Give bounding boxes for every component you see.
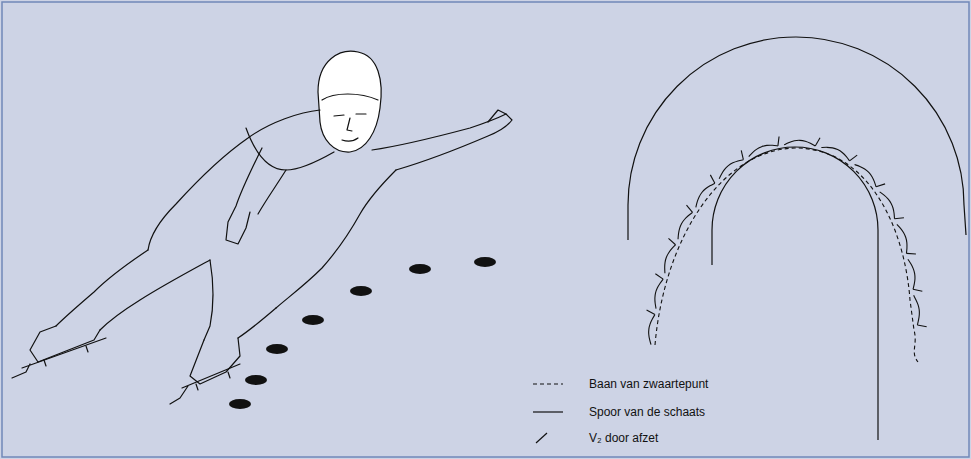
push-off-vector xyxy=(850,155,858,161)
skate-track xyxy=(678,212,692,239)
legend-entry: V₂ door afzet xyxy=(533,431,660,445)
skate-track xyxy=(696,183,715,207)
legend-entry: Baan van zwaartepunt xyxy=(533,377,710,391)
push-off-vector xyxy=(906,253,915,255)
skate-track xyxy=(649,315,655,345)
skate-track xyxy=(914,295,920,325)
solid-line-sample xyxy=(533,411,563,412)
skate-track xyxy=(908,259,915,289)
outer-track-edge xyxy=(628,37,966,240)
push-off-vector xyxy=(668,238,675,244)
skate-track xyxy=(784,140,815,146)
legend-sample xyxy=(533,431,565,445)
push-off-vector xyxy=(741,150,743,159)
push-off-vector xyxy=(876,184,885,187)
legend-label: Baan van zwaartepunt xyxy=(587,377,710,391)
push-off-vector xyxy=(710,175,714,183)
push-off-vector xyxy=(778,137,779,146)
push-off-vector xyxy=(917,325,926,327)
vector-sample xyxy=(536,433,547,443)
legend-sample xyxy=(533,377,565,391)
footprint-dots xyxy=(229,257,496,409)
legend-label: Spoor van de schaats xyxy=(587,405,707,419)
skate-track xyxy=(665,245,676,274)
skate-track xyxy=(855,165,876,187)
push-off-vector xyxy=(894,217,903,219)
skate-tracks xyxy=(647,137,927,345)
skate-track xyxy=(719,160,743,179)
push-off-vector xyxy=(647,310,655,315)
skater-figure xyxy=(12,51,512,404)
center-of-mass-path xyxy=(655,148,918,362)
track-outline xyxy=(628,37,966,440)
skate-track xyxy=(897,224,907,253)
skate-track xyxy=(655,279,663,309)
skate-track xyxy=(880,192,895,219)
skate-track xyxy=(821,147,849,161)
dashed-line-sample xyxy=(533,383,563,384)
skate-track xyxy=(749,145,778,156)
push-off-vector xyxy=(686,205,692,212)
legend-sample xyxy=(533,405,565,419)
inner-track-edge xyxy=(712,147,878,440)
push-off-vector xyxy=(913,289,922,291)
push-off-vector xyxy=(815,138,820,146)
push-off-vector xyxy=(655,274,663,279)
legend-label: V₂ door afzet xyxy=(587,431,660,445)
legend-entry: Spoor van de schaats xyxy=(533,405,707,419)
